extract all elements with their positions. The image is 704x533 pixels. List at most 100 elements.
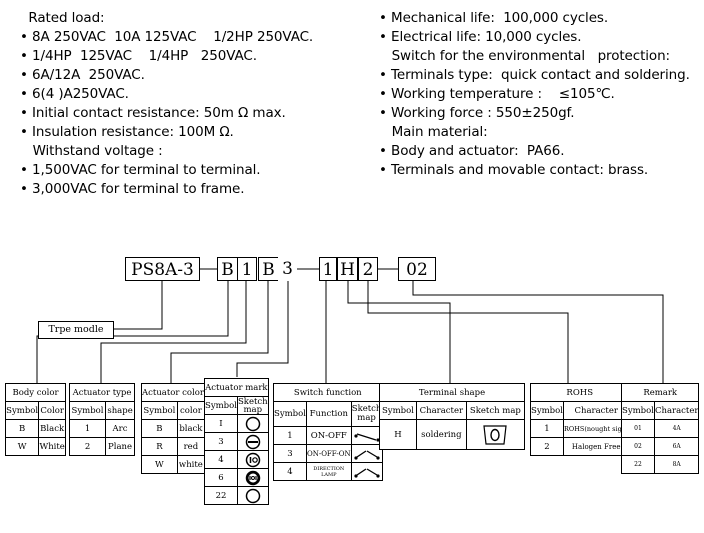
switch-on-off-on-icon (350, 444, 383, 463)
cell: 2 (530, 437, 564, 456)
actuator-color-title: Actuator color (141, 383, 205, 402)
code-switch-function: 1 (319, 257, 337, 281)
code-actuator-mark: 3 (278, 257, 297, 281)
spec-left-line: Withstand voltage : (20, 143, 163, 159)
spec-right-line: • Terminals and movable contact: brass. (379, 162, 649, 178)
cell: B (141, 419, 178, 438)
header-character: Character (415, 401, 467, 420)
cell: 6A (653, 437, 700, 456)
spec-right-line: • Terminals type: quick contact and sold… (379, 67, 690, 83)
table-row: 6 (204, 468, 269, 487)
header-symbol: Symbol (4, 401, 40, 420)
header-symbol: Symbol (530, 401, 564, 420)
specs-left: Rated load: • 8A 250VAC 10A 125VAC 1/2HP … (20, 9, 313, 199)
specs-right: • Mechanical life: 100,000 cycles.• Elec… (379, 9, 690, 180)
cell: W (4, 437, 40, 456)
header-symbol: Symbol (204, 396, 238, 415)
code-model: PS8A-3 (125, 257, 200, 281)
cell: ON-OFF-ON (305, 444, 352, 463)
cell: DIRECTION LAMP (305, 462, 352, 481)
code-remark: 02 (398, 257, 436, 281)
table-row: 4 (204, 450, 269, 469)
cell: W (141, 455, 178, 474)
cell: B (4, 419, 40, 438)
cell: R (141, 437, 178, 456)
table-row: 3 (204, 432, 269, 451)
rohs-title: ROHS (529, 383, 630, 402)
code-rohs: 2 (358, 257, 378, 281)
cell: 4 (273, 462, 307, 481)
solder-terminal-icon (465, 419, 526, 450)
header-shape: shape (105, 401, 135, 420)
cell: soldering (415, 419, 467, 450)
spec-right-line: • Working force : 550±250gf. (379, 105, 575, 121)
spec-left-line: • 3,000VAC for terminal to frame. (20, 181, 245, 197)
cell: Halogen Free (562, 437, 630, 456)
spec-left-line: • 1,500VAC for terminal to terminal. (20, 162, 261, 178)
actuator-type-title: Actuator type (69, 383, 135, 402)
cell: Black (38, 419, 66, 438)
cell: 3 (204, 432, 238, 451)
code-body-color: B (217, 257, 238, 281)
cell: Plane (105, 437, 135, 456)
table-row: 22 (204, 486, 269, 505)
cell: 8A (653, 455, 700, 474)
header-sketch-map: Sketch map (350, 401, 383, 427)
cell: 4 (204, 450, 238, 469)
cell: red (176, 437, 205, 456)
header-character: Character (562, 401, 630, 420)
cell: I (204, 414, 238, 433)
header-character: Character (653, 401, 700, 420)
spec-left-line: • 6A/12A 250VAC. (20, 67, 145, 83)
spec-left-line: • 8A 250VAC 10A 125VAC 1/2HP 250VAC. (20, 29, 314, 45)
header-symbol: Symbol (68, 401, 107, 420)
code-terminal-shape: H (337, 257, 358, 281)
actuator-mark-title: Actuator mark (204, 378, 269, 397)
header-function: Function (305, 401, 352, 427)
spec-left-line: Rated load: (20, 10, 105, 26)
cell: 2 (68, 437, 107, 456)
cell: 1 (68, 419, 107, 438)
switch-function-title: Switch function (273, 383, 383, 402)
spec-right-line: Switch for the environmental protection: (379, 48, 671, 64)
circle-io-icon (236, 450, 269, 469)
cell: 3 (273, 444, 307, 463)
header-symbol: Symbol (379, 401, 417, 420)
circle-ioii-icon (236, 468, 269, 487)
header-color: Color (38, 401, 66, 420)
header-symbol: Symbol (273, 401, 307, 427)
spec-right-line: • Working temperature : ≤105℃. (379, 86, 615, 102)
cell: 1 (273, 426, 307, 445)
type-model-label: Trpe modle (38, 321, 114, 339)
cell: 1 (530, 419, 564, 438)
header-color: color (176, 401, 205, 420)
spec-left-line: • 6(4 )A250VAC. (20, 86, 129, 102)
cell: white (176, 455, 205, 474)
header-symbol: Symbol (141, 401, 178, 420)
cell: ON-OFF (305, 426, 352, 445)
circle-minus-icon (236, 432, 269, 451)
table-row: I (204, 414, 269, 433)
circle-plain-icon (236, 486, 269, 505)
header-sketch-map: Sketch map (465, 401, 526, 420)
cell: ROHS(nought sign) (562, 419, 630, 438)
